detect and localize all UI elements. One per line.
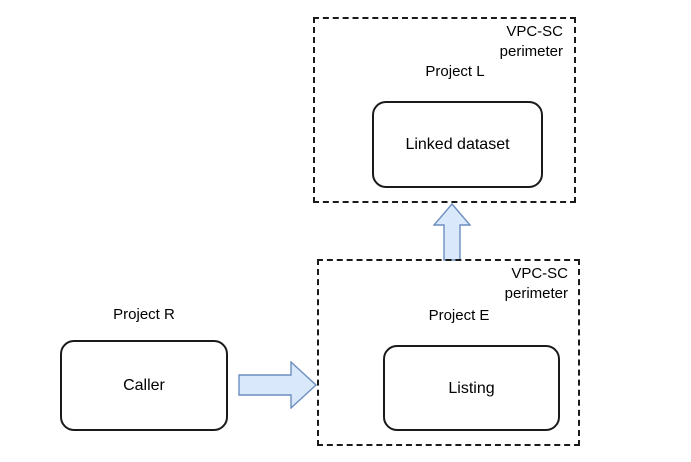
linked-dataset-node[interactable]: Linked dataset bbox=[372, 101, 543, 188]
listing-to-linked-dataset-arrow bbox=[433, 203, 471, 261]
caller-label: Caller bbox=[123, 377, 165, 394]
caller-to-listing-arrow bbox=[238, 361, 317, 409]
project-e-perimeter[interactable] bbox=[317, 259, 580, 446]
linked-dataset-label: Linked dataset bbox=[405, 136, 510, 153]
project-r-label: Project R bbox=[113, 306, 175, 323]
arrow-right-shape bbox=[238, 361, 317, 409]
listing-label: Listing bbox=[448, 379, 495, 397]
project-l-perimeter[interactable] bbox=[313, 17, 576, 203]
project-e-label: Project E bbox=[428, 307, 490, 324]
caller-node[interactable]: Caller bbox=[60, 340, 228, 431]
listing-node[interactable]: Listing bbox=[383, 345, 560, 431]
arrow-up-shape bbox=[433, 203, 471, 261]
project-e-perimeter-badge: VPC-SC perimeter bbox=[504, 265, 568, 302]
project-l-label: Project L bbox=[425, 63, 485, 80]
project-l-perimeter-badge: VPC-SC perimeter bbox=[499, 23, 563, 60]
